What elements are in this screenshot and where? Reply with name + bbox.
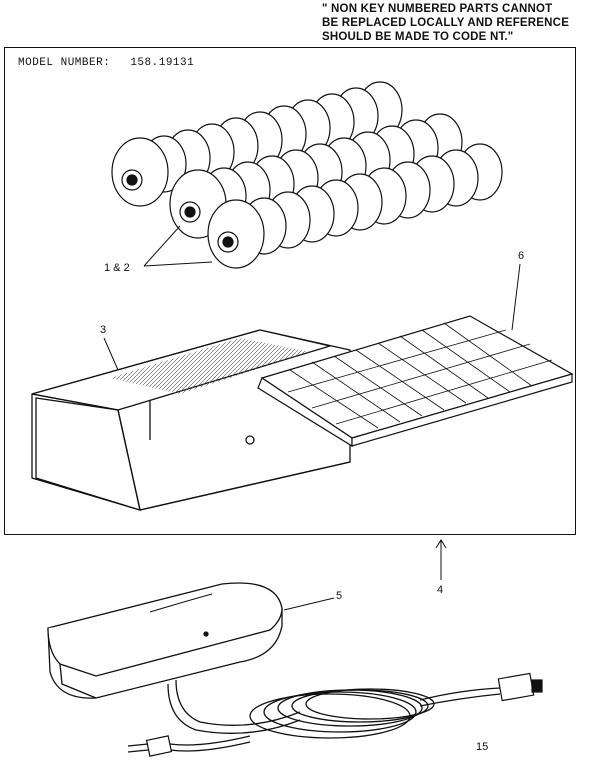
replacement-note: " NON KEY NUMBERED PARTS CANNOT BE REPLA… <box>322 2 584 44</box>
storage-case <box>31 329 351 511</box>
foot-control <box>47 582 283 699</box>
tray-compartments <box>287 322 553 429</box>
callout-foot-control: 5 <box>336 590 343 602</box>
callout-case: 3 <box>100 324 107 336</box>
note-line-1: " NON KEY NUMBERED PARTS CANNOT <box>322 3 553 15</box>
model-number-label: MODEL NUMBER: <box>18 57 111 69</box>
plug-right <box>497 672 543 702</box>
page-number: 15 <box>476 741 489 753</box>
model-number-value: 158.19131 <box>130 57 195 69</box>
callout-cord: 4 <box>437 584 444 596</box>
cams-leader-lines <box>143 225 213 267</box>
callout-leaders <box>103 263 521 611</box>
parts-frame <box>4 47 576 535</box>
plug-left <box>127 735 173 757</box>
cam-discs <box>111 81 503 269</box>
foot-control-cord <box>167 679 501 752</box>
callout-tray: 6 <box>518 250 525 262</box>
note-line-3: SHOULD BE MADE TO CODE NT." <box>322 31 514 43</box>
cam-tray <box>257 315 574 448</box>
note-line-2: BE REPLACED LOCALLY AND REFERENCE <box>322 17 570 29</box>
callout-cams: 1 & 2 <box>104 262 130 274</box>
cam-row-front <box>207 143 503 269</box>
model-number: MODEL NUMBER: 158.19131 <box>18 57 214 69</box>
cam-row-back <box>111 81 403 207</box>
